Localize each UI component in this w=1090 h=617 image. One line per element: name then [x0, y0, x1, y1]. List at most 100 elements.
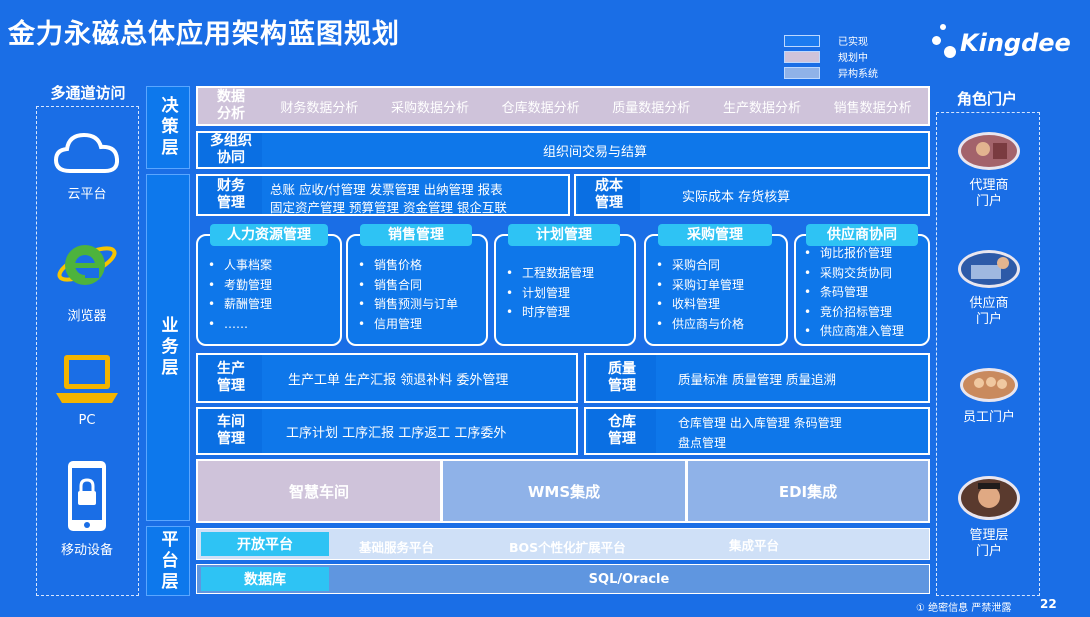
integration-row: 智慧车间 WMS集成 EDI集成	[196, 459, 930, 523]
open-platform-item: BOS个性化扩展平台	[509, 540, 626, 555]
module-item: 采购订单管理	[656, 276, 744, 296]
multi-org-label: 多组织 协同	[200, 133, 262, 167]
integration-edi: EDI集成	[687, 460, 929, 522]
mobile-lock-icon	[68, 461, 106, 531]
analysis-item: 仓库数据分析	[501, 100, 580, 116]
database-row: 数据库 SQL/Oracle	[196, 564, 930, 594]
warehouse-row: 仓库 管理 仓库管理 出入库管理 条码管理 盘点管理	[584, 407, 930, 455]
open-platform-label: 开放平台	[201, 532, 329, 556]
workshop-label: 车间 管理	[200, 409, 262, 453]
portal-label: 供应商 门户	[969, 296, 1009, 327]
channel-label: 浏览器	[67, 309, 107, 324]
module-item: 时序管理	[506, 303, 594, 323]
module-title: 采购管理	[658, 224, 772, 246]
module-title: 计划管理	[508, 224, 620, 246]
right-panel-title: 角色门户	[956, 90, 1017, 108]
module-item: ……	[208, 315, 272, 335]
portal-agent[interactable]: 代理商 门户	[939, 131, 1039, 210]
warehouse-line1: 仓库管理 出入库管理 条码管理	[678, 416, 842, 430]
layer-business: 业务层	[146, 174, 190, 521]
module-sales: 销售管理 销售价格 销售合同 销售预测与订单 信用管理	[346, 224, 488, 346]
production-label: 生产 管理	[200, 355, 262, 401]
portal-manager[interactable]: 管理层 门户	[939, 475, 1039, 560]
module-item: 采购合同	[656, 256, 744, 276]
module-purchase: 采购管理 采购合同 采购订单管理 收料管理 供应商与价格	[644, 224, 788, 346]
analysis-item: 销售数据分析	[833, 100, 912, 116]
page-number: 22	[1040, 597, 1057, 611]
workshop-text: 工序计划 工序汇报 工序返工 工序委外	[286, 425, 507, 441]
module-item: 销售预测与订单	[358, 295, 458, 315]
analysis-item: 生产数据分析	[722, 100, 801, 116]
portal-employee[interactable]: 员工门户	[939, 367, 1039, 426]
module-item: 竞价招标管理	[804, 303, 904, 323]
cloud-icon	[53, 132, 120, 173]
module-item: 信用管理	[358, 315, 458, 335]
supplier-avatar-icon	[958, 250, 1020, 288]
module-item: 薪酬管理	[208, 295, 272, 315]
analysis-item: 质量数据分析	[612, 100, 691, 116]
channel-cloud[interactable]: 云平台	[37, 129, 137, 202]
layer-decision: 决策层	[146, 86, 190, 169]
database-text: SQL/Oracle	[588, 571, 670, 587]
warehouse-label: 仓库 管理	[588, 409, 656, 453]
production-row: 生产 管理 生产工单 生产汇报 领退补料 委外管理	[196, 353, 578, 403]
module-item: 销售价格	[358, 256, 458, 276]
layer-label: 业务层	[157, 316, 178, 379]
portal-supplier[interactable]: 供应商 门户	[939, 249, 1039, 328]
left-panel-title: 多通道访问	[50, 84, 126, 102]
multi-org-row: 多组织 协同 组织间交易与结算	[196, 131, 930, 169]
channel-browser[interactable]: 浏览器	[37, 235, 137, 324]
portal-label: 管理层 门户	[969, 528, 1009, 559]
module-item: 采购交货协同	[804, 264, 904, 284]
open-platform-item: 基础服务平台	[359, 540, 435, 555]
portal-label: 代理商 门户	[969, 178, 1009, 209]
channel-label: 移动设备	[60, 543, 113, 558]
open-platform-item: 集成平台	[729, 538, 780, 553]
data-analysis-label: 数据 分析	[200, 88, 262, 124]
analysis-item: 财务数据分析	[280, 100, 359, 116]
quality-label: 质量 管理	[588, 355, 656, 401]
legend-label: 异构系统	[838, 69, 878, 80]
legend-swatch	[784, 34, 820, 47]
finance-row: 财务 管理 总账 应收/付管理 发票管理 出纳管理 报表 固定资产管理 预算管理…	[196, 174, 570, 216]
quality-text: 质量标准 质量管理 质量追溯	[678, 371, 836, 387]
channel-label: 云平台	[67, 187, 107, 202]
integration-wms: WMS集成	[442, 460, 686, 522]
legend-label: 已实现	[838, 37, 868, 48]
module-item: 计划管理	[506, 284, 594, 304]
module-item: 供应商与价格	[656, 315, 744, 335]
left-panel: 云平台 浏览器 PC 移动设备	[36, 106, 139, 596]
workshop-row: 车间 管理 工序计划 工序汇报 工序返工 工序委外	[196, 407, 578, 455]
data-analysis-items: 财务数据分析 采购数据分析 仓库数据分析 质量数据分析 生产数据分析 销售数据分…	[264, 88, 928, 124]
logo-dots-icon	[932, 24, 960, 62]
module-item: 销售合同	[358, 276, 458, 296]
module-supplier-collab: 供应商协同 询比报价管理 采购交货协同 条码管理 竞价招标管理 供应商准入管理	[794, 224, 930, 346]
legend-item-implemented: 已实现	[784, 33, 868, 48]
cost-row: 成本 管理 实际成本 存货核算	[574, 174, 930, 216]
cost-label: 成本 管理	[578, 176, 640, 214]
open-platform-row: 开放平台 基础服务平台 BOS个性化扩展平台 集成平台	[196, 528, 930, 560]
kingdee-logo: Kingdee	[932, 24, 1071, 62]
module-item: 考勤管理	[208, 276, 272, 296]
module-item: 询比报价管理	[804, 244, 904, 264]
right-panel: 代理商 门户 供应商 门户 员工门户 管理层 门户	[936, 112, 1040, 596]
analysis-item: 采购数据分析	[390, 100, 469, 116]
portal-label: 员工门户	[962, 410, 1015, 425]
production-text: 生产工单 生产汇报 领退补料 委外管理	[288, 372, 509, 388]
legend-label: 规划中	[838, 53, 868, 64]
layer-platform: 平台层	[146, 526, 190, 596]
module-item: 供应商准入管理	[804, 322, 904, 342]
module-item: 工程数据管理	[506, 264, 594, 284]
logo-text: Kingdee	[960, 29, 1071, 57]
page-title: 金力永磁总体应用架构蓝图规划	[8, 19, 400, 50]
agent-avatar-icon	[958, 132, 1020, 170]
integration-smart-workshop: 智慧车间	[197, 460, 441, 522]
legend-item-heterogeneous: 异构系统	[784, 65, 878, 80]
channel-mobile[interactable]: 移动设备	[37, 459, 137, 558]
channel-pc[interactable]: PC	[37, 351, 137, 428]
cost-text: 实际成本 存货核算	[682, 189, 791, 205]
database-label: 数据库	[201, 567, 329, 591]
confidential-note: ① 绝密信息 严禁泄露	[916, 603, 1012, 614]
module-title: 销售管理	[360, 224, 472, 246]
layer-label: 平台层	[157, 529, 178, 593]
